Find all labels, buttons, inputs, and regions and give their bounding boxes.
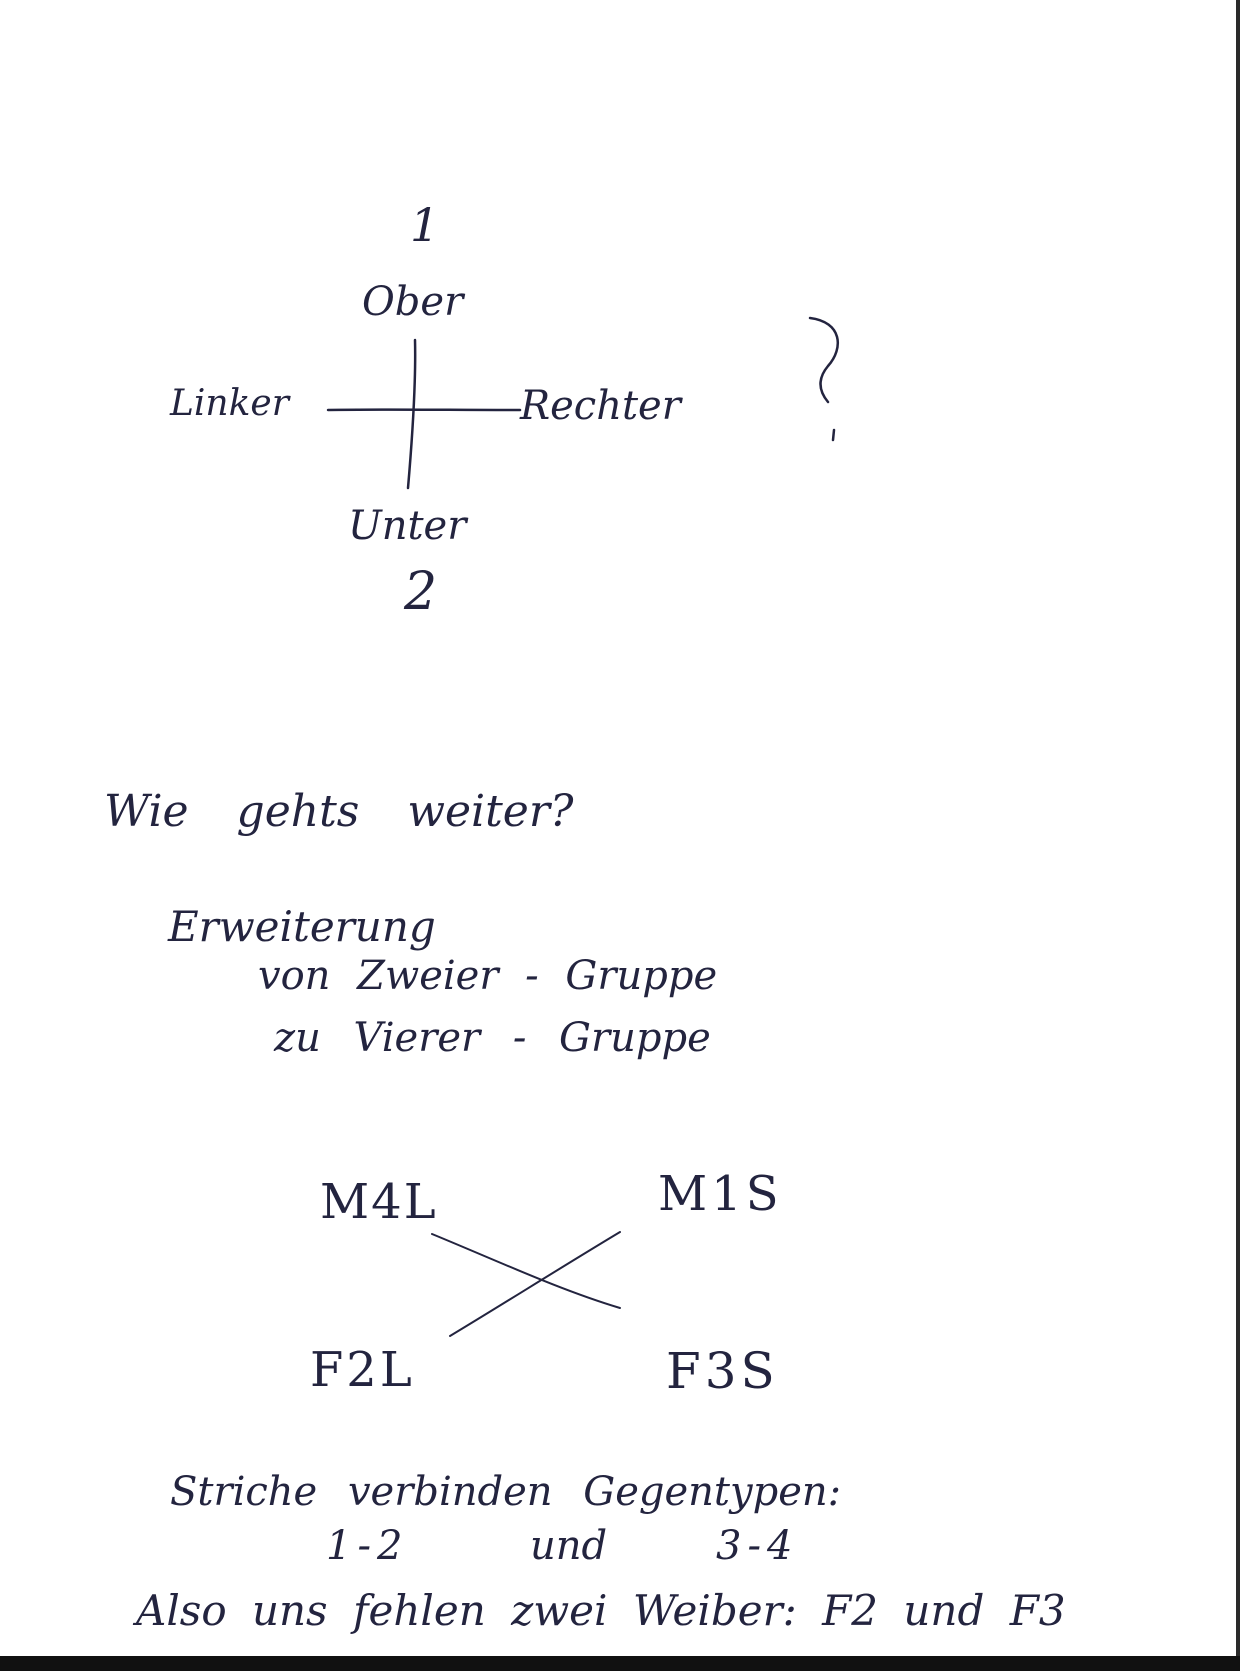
question-mark-stroke — [808, 316, 840, 404]
cross-right-label: Rechter — [520, 383, 681, 429]
notes-line-3: Also uns fehlen zwei Weiber: F2 und F3 — [136, 1586, 1066, 1635]
scan-edge-right — [1236, 0, 1240, 1671]
question-text: Wie gehts weiter? — [104, 786, 574, 837]
x-line-m4l-to-f3s — [431, 1233, 621, 1309]
x-line-m1s-to-f2l — [449, 1231, 621, 1337]
cross-bottom-label: Unter — [348, 503, 467, 549]
group-top-left: M4L — [320, 1174, 438, 1230]
cross-vertical-line — [406, 338, 417, 490]
notes-line-2-right: 3-4 — [716, 1523, 799, 1569]
group-top-right: M1S — [658, 1166, 783, 1222]
group-bottom-right: F3S — [666, 1342, 779, 1400]
group-bottom-left: F2L — [310, 1342, 415, 1398]
notes-line-2-left: 1-2 — [326, 1523, 409, 1569]
cross-top-label: Ober — [362, 279, 464, 325]
notes-line-1: Striche verbinden Gegentypen: — [170, 1469, 842, 1515]
notes-line-2-mid: und — [530, 1523, 608, 1569]
question-mark-dot — [831, 428, 836, 442]
cross-left-label: Linker — [170, 383, 289, 424]
cross-bottom-number: 2 — [404, 562, 438, 622]
expansion-line-1: Erweiterung — [168, 902, 436, 951]
cross-top-number: 1 — [410, 198, 440, 252]
expansion-line-3: zu Vierer - Gruppe — [274, 1015, 711, 1061]
scan-edge-bottom — [0, 1656, 1240, 1671]
expansion-line-2: von Zweier - Gruppe — [258, 953, 718, 999]
